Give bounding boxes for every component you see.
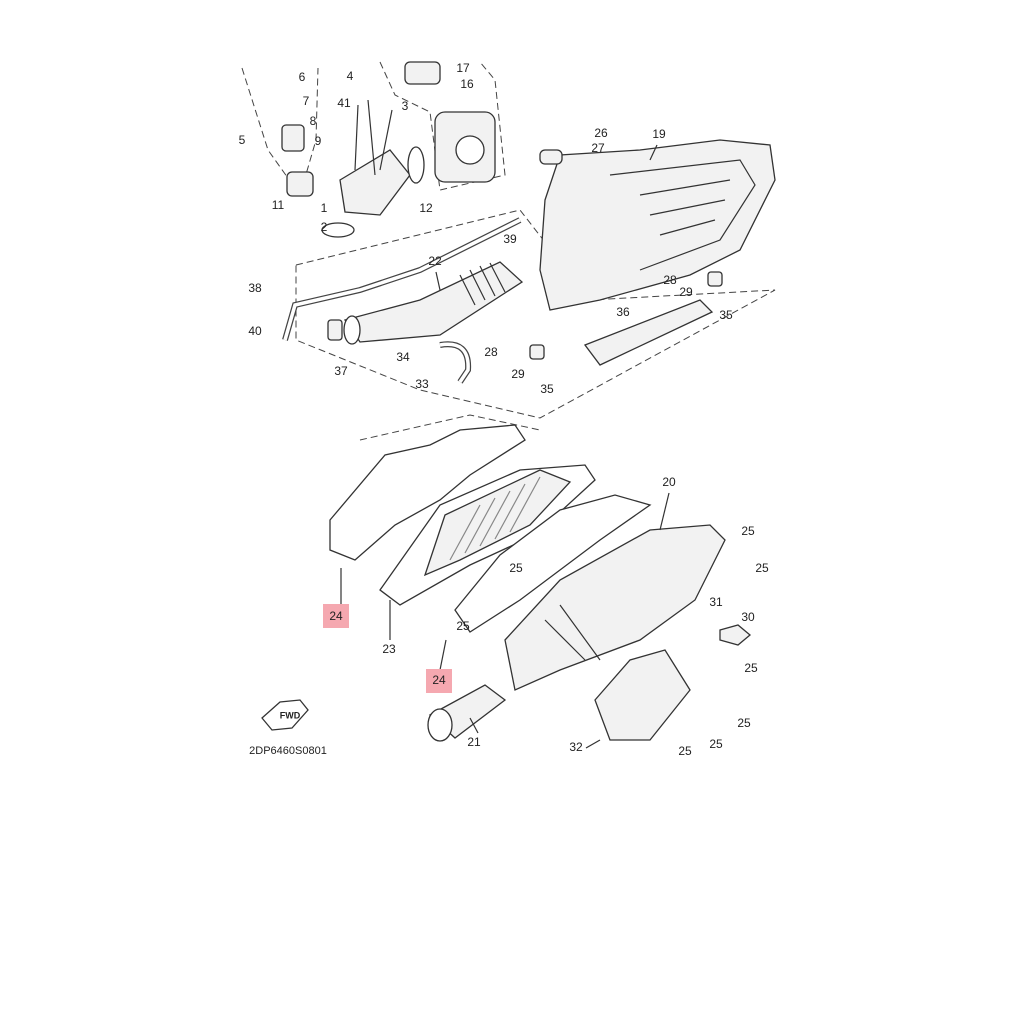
callout-24-highlighted: 24 bbox=[329, 609, 343, 623]
leader-lines bbox=[340, 144, 670, 749]
callout-28b: 28 bbox=[663, 273, 677, 287]
fwd-arrow-icon: FWD bbox=[261, 699, 309, 731]
clamp-37 bbox=[327, 319, 343, 341]
damper-2 bbox=[707, 271, 723, 287]
callout-35b: 35 bbox=[719, 308, 733, 322]
callout-38: 38 bbox=[248, 281, 262, 295]
callout-19: 19 bbox=[652, 127, 666, 141]
callout-25: 25 bbox=[741, 524, 755, 538]
callout-25: 25 bbox=[509, 561, 523, 575]
callout-26: 26 bbox=[594, 126, 608, 140]
callout-23: 23 bbox=[382, 642, 396, 656]
part-labels: 6 7 8 9 5 11 4 41 3 1 2 12 17 16 26 27 1… bbox=[239, 61, 769, 758]
cap-30 bbox=[719, 624, 752, 646]
callout-25: 25 bbox=[755, 561, 769, 575]
callout-16: 16 bbox=[460, 77, 474, 91]
intake-joint bbox=[339, 149, 411, 216]
injector-holder bbox=[286, 171, 314, 197]
callout-2: 2 bbox=[321, 220, 328, 234]
callout-11: 11 bbox=[272, 198, 285, 212]
cover-32 bbox=[594, 649, 691, 741]
injector bbox=[281, 124, 305, 152]
injector-group-box bbox=[241, 67, 319, 197]
callout-3: 3 bbox=[402, 99, 409, 113]
band-36 bbox=[583, 299, 714, 366]
callout-29b: 29 bbox=[679, 285, 693, 299]
highlight-24b bbox=[426, 669, 452, 693]
throttle-group-box bbox=[379, 61, 506, 191]
gasket-24a bbox=[329, 424, 526, 561]
gasket-24b bbox=[454, 494, 652, 633]
callout-25: 25 bbox=[678, 744, 692, 758]
callout-17: 17 bbox=[456, 61, 470, 75]
callout-34: 34 bbox=[396, 350, 410, 364]
callout-27: 27 bbox=[591, 141, 605, 155]
callout-7: 7 bbox=[303, 94, 310, 108]
intake-group-box bbox=[295, 209, 776, 419]
callout-8: 8 bbox=[310, 114, 317, 128]
clamp bbox=[407, 146, 425, 184]
highlight-24a bbox=[323, 604, 349, 628]
callout-28: 28 bbox=[484, 345, 498, 359]
callout-32: 32 bbox=[569, 740, 583, 754]
callout-4: 4 bbox=[347, 69, 354, 83]
throttle-bore bbox=[455, 135, 485, 165]
cover-20 bbox=[504, 524, 726, 691]
callout-36: 36 bbox=[616, 305, 630, 319]
callout-31: 31 bbox=[709, 595, 723, 609]
callout-25: 25 bbox=[456, 619, 470, 633]
callout-25: 25 bbox=[744, 661, 758, 675]
callout-25: 25 bbox=[737, 716, 751, 730]
duct-end bbox=[343, 315, 361, 345]
fwd-label: FWD bbox=[280, 710, 301, 720]
callout-9: 9 bbox=[315, 134, 322, 148]
diagram-code: 2DP6460S0801 bbox=[249, 745, 327, 757]
damper bbox=[529, 344, 545, 360]
air-case bbox=[539, 139, 776, 311]
callout-22: 22 bbox=[428, 254, 442, 268]
callout-21: 21 bbox=[467, 735, 481, 749]
callout-6: 6 bbox=[299, 70, 306, 84]
callout-37: 37 bbox=[334, 364, 348, 378]
duct-21-end bbox=[427, 708, 453, 742]
callout-39: 39 bbox=[503, 232, 517, 246]
callout-35: 35 bbox=[540, 382, 554, 396]
callout-29: 29 bbox=[511, 367, 525, 381]
callout-25: 25 bbox=[709, 737, 723, 751]
callout-12: 12 bbox=[419, 201, 433, 215]
plug bbox=[539, 149, 563, 165]
callout-41: 41 bbox=[337, 96, 351, 110]
callout-40: 40 bbox=[248, 324, 262, 338]
o-ring bbox=[321, 222, 355, 238]
callout-30: 30 bbox=[741, 610, 755, 624]
callout-1: 1 bbox=[321, 201, 328, 215]
callout-33: 33 bbox=[415, 377, 429, 391]
callout-5: 5 bbox=[239, 133, 246, 147]
callout-24-highlighted: 24 bbox=[432, 673, 446, 687]
air-filter-element bbox=[423, 469, 572, 577]
sensor bbox=[404, 61, 441, 85]
element-group-box bbox=[359, 414, 541, 441]
callout-20: 20 bbox=[662, 475, 676, 489]
intake-duct bbox=[343, 261, 524, 343]
